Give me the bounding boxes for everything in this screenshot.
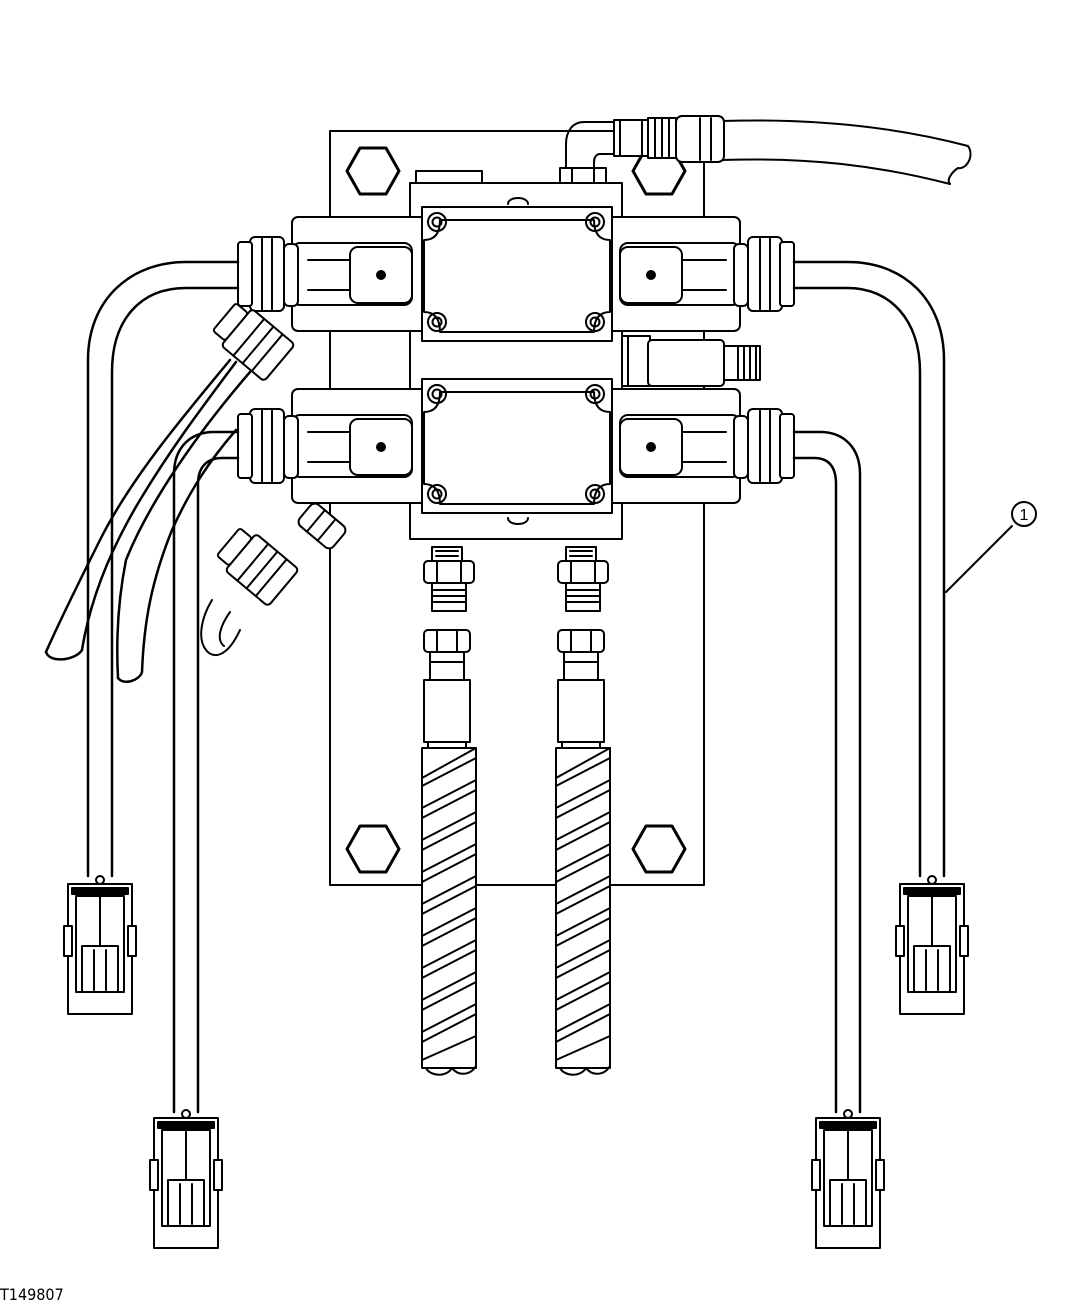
solenoid-coil-lower-left bbox=[237, 408, 413, 484]
connector-plug-upper-left bbox=[63, 875, 137, 1015]
figure-id-label: T149807 bbox=[0, 1285, 64, 1304]
solenoid-coil-lower-right bbox=[619, 408, 795, 484]
angled-connector-upper bbox=[212, 303, 295, 381]
wiring-harness bbox=[44, 260, 946, 1114]
callout-1: 1 bbox=[945, 501, 1037, 593]
mounting-bolt-bottom-left bbox=[345, 824, 401, 874]
hose-assembly-left bbox=[421, 629, 477, 1076]
port-fitting-right bbox=[557, 546, 609, 612]
mounting-bolt-top-left bbox=[345, 146, 401, 196]
connector-plug-upper-right bbox=[895, 875, 969, 1015]
angled-connector-lower bbox=[200, 502, 347, 657]
callout-1-number: 1 bbox=[1020, 507, 1029, 524]
mounting-bolt-bottom-right bbox=[631, 824, 687, 874]
hose-assembly-right bbox=[555, 629, 611, 1076]
solenoid-coil-upper-left bbox=[237, 236, 413, 312]
solenoid-coil-upper-right bbox=[619, 236, 795, 312]
port-fitting-left bbox=[423, 546, 475, 612]
supply-hose-top bbox=[613, 115, 972, 185]
connector-plug-lower-left bbox=[149, 1109, 223, 1249]
pressure-sensor bbox=[621, 335, 761, 387]
connector-plug-lower-right bbox=[811, 1109, 885, 1249]
